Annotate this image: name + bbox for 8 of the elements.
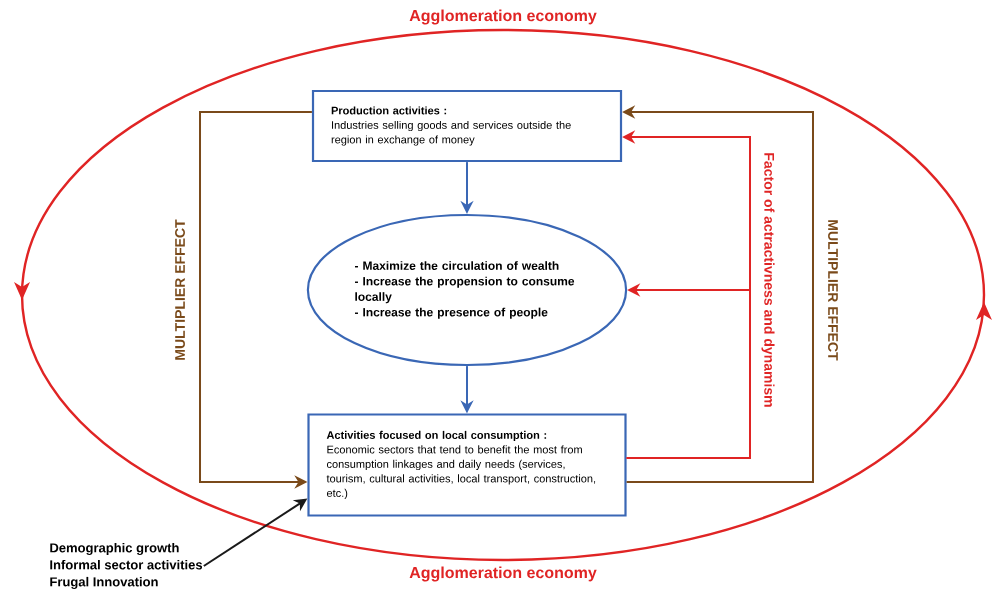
heading: Agglomeration economy (409, 9, 597, 25)
process-box: Activities focused on local consumption : Economic sectors that tend to benefit the most from consumption linkages and daily needs (services, tourism, cultural activities, local transport, construction, etc.) (307, 413, 627, 517)
heading: Agglomeration economy (409, 566, 597, 582)
input-list: Demographic growth Informal sector activities Frugal Innovation (50, 542, 203, 590)
edge-label: MULTIPLIER EFFECT (828, 220, 838, 361)
edge-label: Factor of actractivness and dynamism (761, 153, 775, 407)
process-box: Production activities : Industries selling goods and services outside the region in exchange of money (311, 89, 623, 163)
edge-label: MULTIPLIER EFFECT (175, 219, 185, 360)
